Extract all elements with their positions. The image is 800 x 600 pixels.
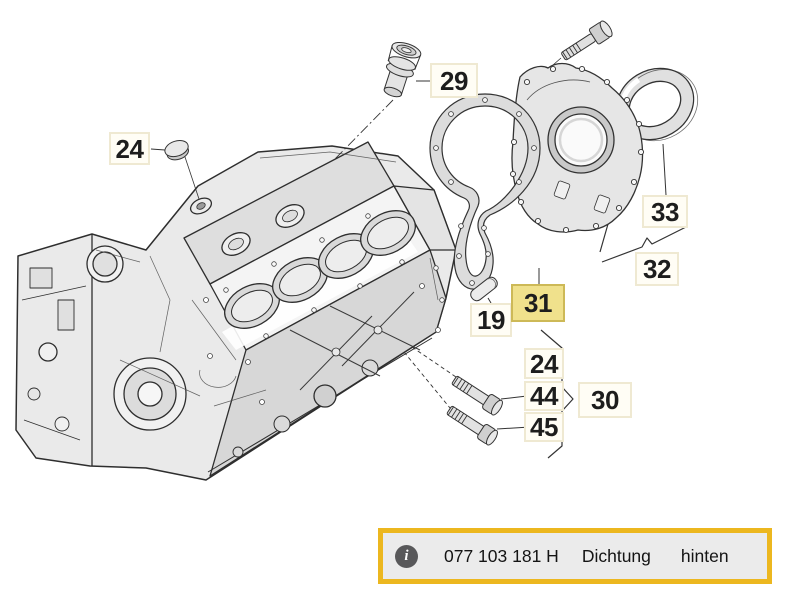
part-44-bolt[interactable]: [450, 373, 505, 417]
leader-lines: [150, 57, 667, 430]
part-29-plug[interactable]: [377, 39, 422, 100]
cap-seat-boss: [189, 197, 213, 215]
callout-32[interactable]: 32: [635, 252, 679, 286]
callout-30[interactable]: 30: [578, 382, 632, 418]
callout-31-selected[interactable]: 31: [511, 284, 565, 322]
group-bracket-32: [599, 223, 687, 263]
part-number: 077 103 181 H: [444, 545, 559, 566]
engine-block-drawing: [15, 141, 457, 481]
callout-33[interactable]: 33: [642, 195, 688, 228]
callout-45[interactable]: 45: [524, 412, 564, 442]
callout-44[interactable]: 44: [524, 381, 564, 411]
callout-19[interactable]: 19: [470, 303, 512, 337]
part-32-sealing-flange[interactable]: [509, 62, 645, 234]
part-19-dowel-pin[interactable]: [468, 275, 499, 303]
part-45-bolt[interactable]: [445, 403, 500, 447]
part-flange-screw[interactable]: [558, 19, 614, 64]
part-position-note: hinten: [680, 545, 729, 566]
callout-24-group[interactable]: 24: [524, 348, 564, 379]
info-icon[interactable]: i: [395, 544, 418, 568]
callout-24-top[interactable]: 24: [109, 132, 150, 165]
callout-29[interactable]: 29: [430, 63, 478, 98]
part-description: Dichtung: [581, 545, 651, 566]
cylinder-bores: [224, 210, 416, 329]
selected-part-info-bar: i 077 103 181 H Dichtung hinten: [378, 528, 772, 584]
part-24-cap[interactable]: [163, 138, 192, 163]
